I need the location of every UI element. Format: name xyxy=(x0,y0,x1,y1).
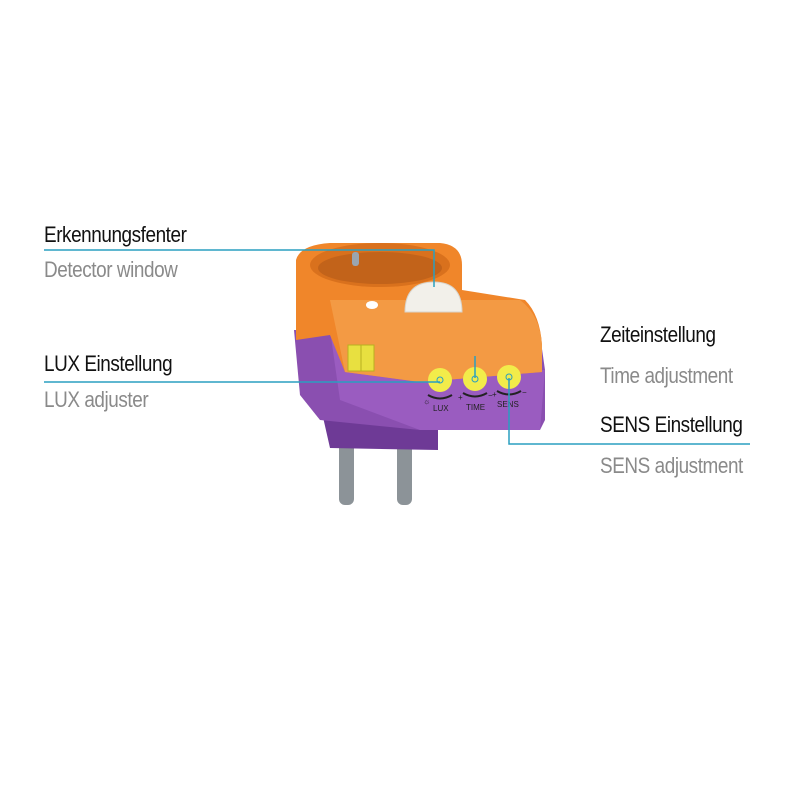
sens-label-de: SENS Einstellung xyxy=(600,412,743,437)
lux-marking: LUX xyxy=(433,404,449,413)
sens-label-en: SENS adjustment xyxy=(600,453,743,478)
plug-pin-left xyxy=(339,440,354,505)
time-label-de: Zeiteinstellung xyxy=(600,322,716,347)
detector-leader-line xyxy=(44,249,435,287)
lux-label-de: LUX Einstellung xyxy=(44,351,173,376)
detector-label-de: Erkennungsfenter xyxy=(44,222,187,247)
sens-leader-line xyxy=(508,378,750,445)
time-marking: TIME xyxy=(466,403,485,412)
time-label-en: Time adjustment xyxy=(600,363,733,388)
time-minus: − xyxy=(488,391,493,400)
lux-knob xyxy=(428,368,452,392)
time-plus: + xyxy=(458,393,463,402)
plug-pin-right xyxy=(397,440,412,505)
sens-minus: − xyxy=(522,388,527,397)
lux-label-en: LUX adjuster xyxy=(44,387,149,412)
detector-label-en: Detector window xyxy=(44,257,178,282)
sun-icon: ☼ xyxy=(423,397,430,406)
sens-plus: + xyxy=(492,390,497,399)
led-indicator xyxy=(366,301,378,309)
sens-marking: SENS xyxy=(497,400,519,409)
